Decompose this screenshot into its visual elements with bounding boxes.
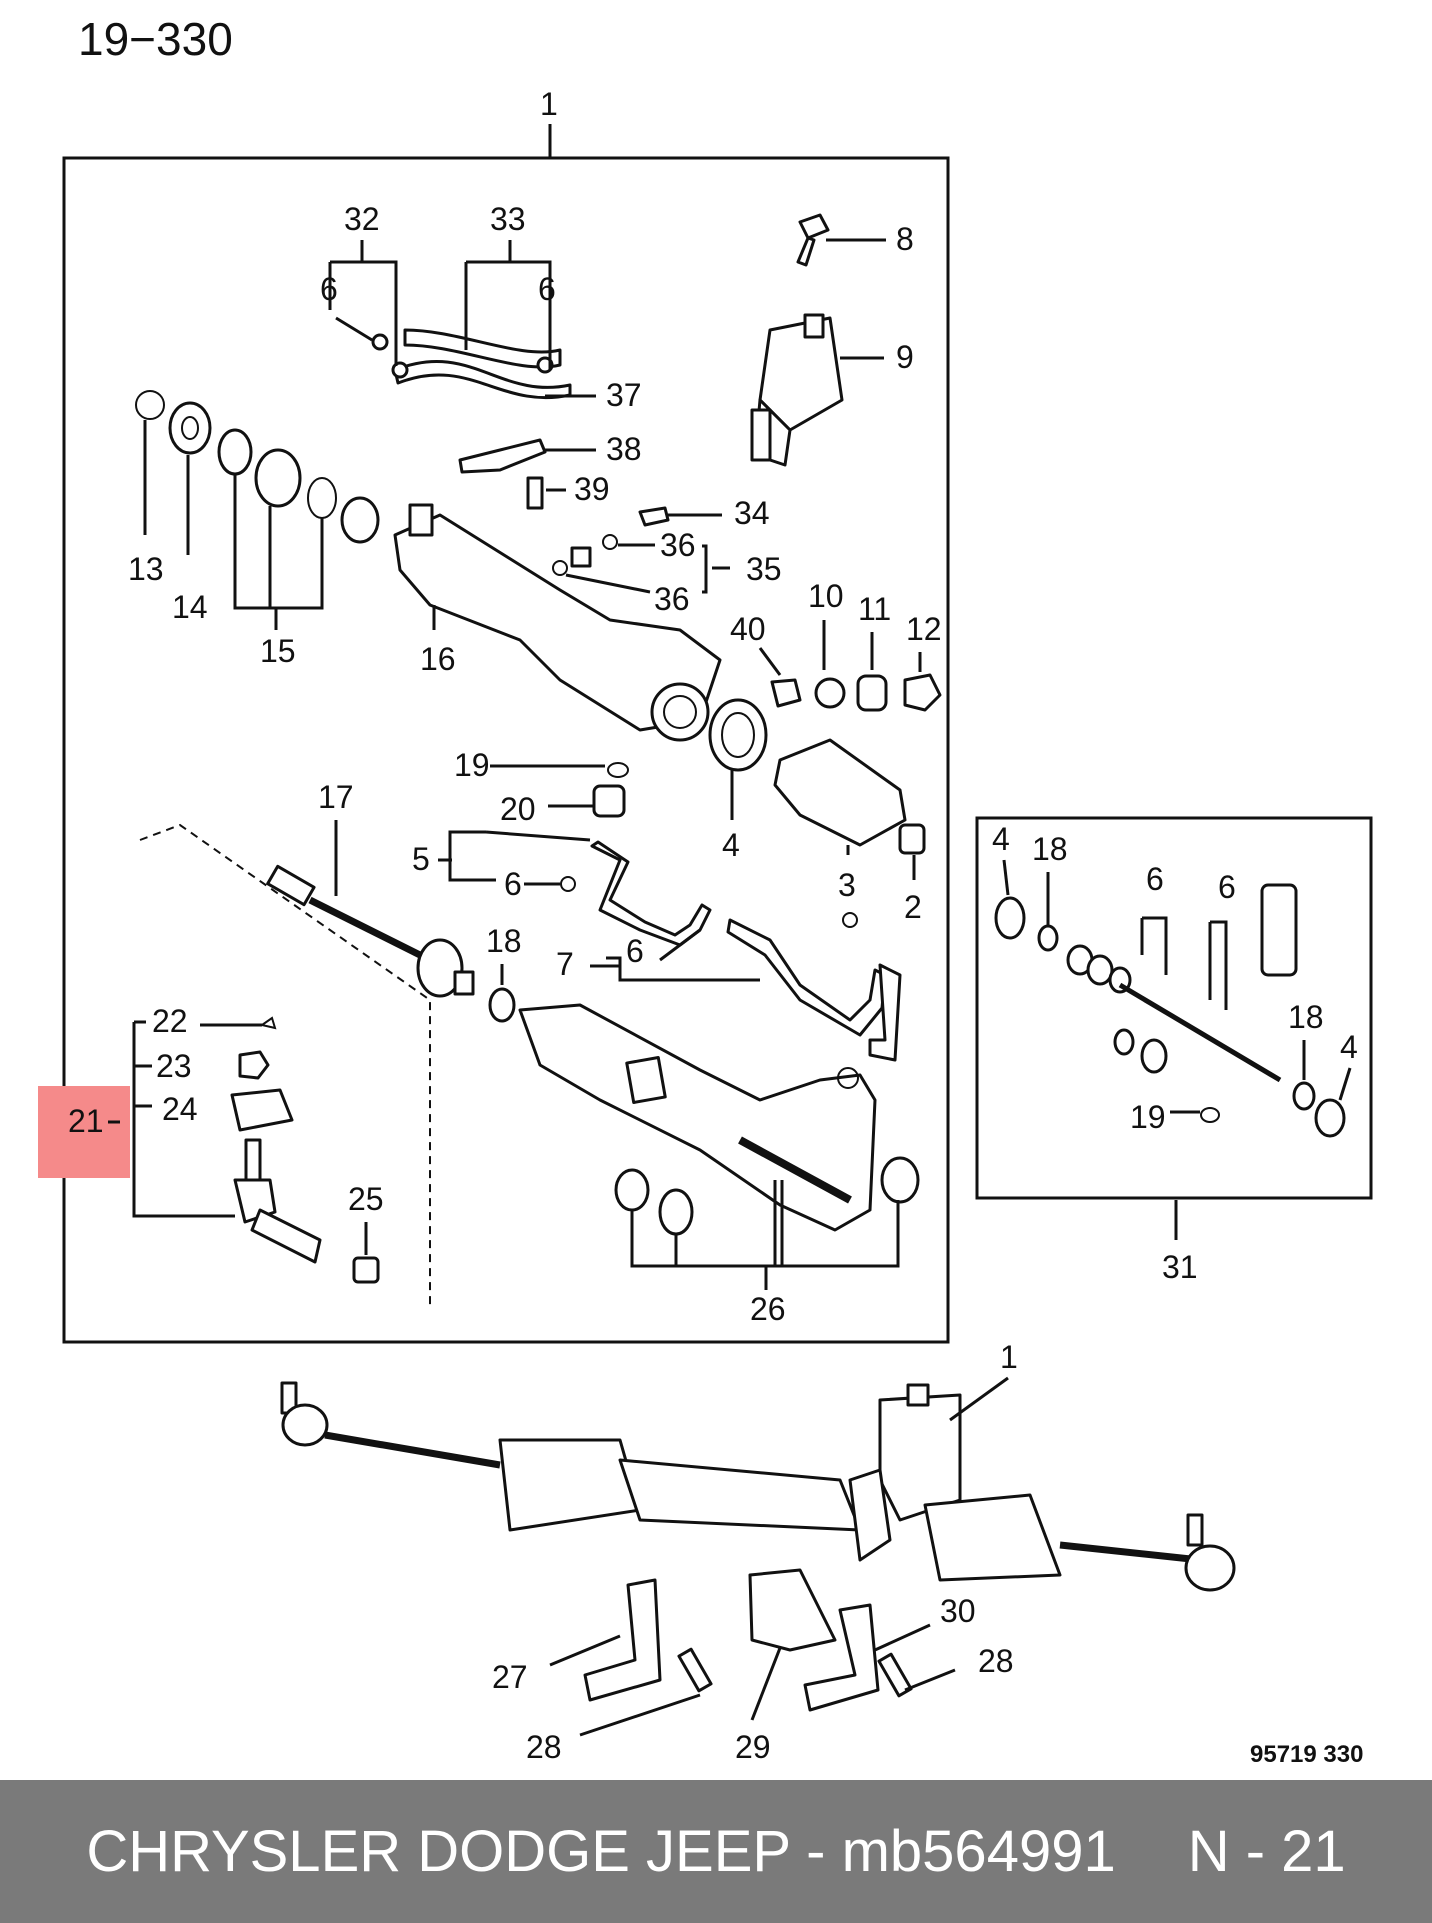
bracket <box>458 438 547 474</box>
callout-37: 37 <box>606 377 642 413</box>
union-bolt-34 <box>638 506 670 527</box>
callout-30: 30 <box>940 1593 976 1629</box>
callout-33: 33 <box>490 201 526 237</box>
bolt-28-left <box>677 1647 713 1693</box>
gear-housing-16 <box>393 503 722 742</box>
callout-35: 35 <box>746 551 782 587</box>
footer-title: CHRYSLER DODGE JEEP - mb564991 <box>86 1819 1116 1884</box>
bracket-27 <box>583 1578 662 1702</box>
valve-housing-9 <box>750 313 844 467</box>
nut-25 <box>352 1256 380 1284</box>
callout-6-f: 6 <box>1218 869 1236 905</box>
callout-11: 11 <box>858 591 891 627</box>
callout-1-main: 1 <box>540 86 558 122</box>
callout-36-a: 36 <box>660 527 696 563</box>
callout-17: 17 <box>318 779 354 815</box>
plug-20 <box>592 784 626 818</box>
spring-10 <box>814 677 846 709</box>
callout-26: 26 <box>750 1291 786 1327</box>
callout-23: 23 <box>156 1048 192 1084</box>
callout-19-a: 19 <box>454 747 490 783</box>
bolt-8 <box>796 213 830 267</box>
callout-14: 14 <box>172 589 208 625</box>
callout-6-c: 6 <box>504 866 522 902</box>
valve-spool-parts <box>1066 883 1298 1083</box>
callout-13: 13 <box>128 551 164 587</box>
callout-4-a: 4 <box>722 827 740 863</box>
callout-18-a: 18 <box>486 923 522 959</box>
callout-27: 27 <box>492 1659 528 1695</box>
callout-28-a: 28 <box>526 1729 562 1765</box>
highlight-box <box>38 1086 130 1178</box>
callout-34: 34 <box>734 495 770 531</box>
clip-2 <box>898 823 926 855</box>
callout-18-b: 18 <box>1032 831 1068 867</box>
assembled-steering-gear <box>280 1381 1236 1592</box>
tie-rod-end-21 <box>233 1138 322 1264</box>
callout-7: 7 <box>556 946 574 982</box>
bushing-29 <box>748 1568 837 1652</box>
pressure-tube-7 <box>726 918 887 1037</box>
callout-25: 25 <box>348 1181 384 1217</box>
callout-20: 20 <box>500 791 536 827</box>
castle-nut-23 <box>238 1050 270 1080</box>
return-tube-assembly <box>371 328 572 400</box>
page-reference: 19−330 <box>78 13 233 65</box>
callout-8: 8 <box>896 221 914 257</box>
callout-3: 3 <box>838 867 856 903</box>
callout-6-b: 6 <box>538 271 556 307</box>
valve-subassembly-frame <box>975 816 1373 1200</box>
callout-19-b: 19 <box>1130 1099 1166 1135</box>
footer-bar: CHRYSLER DODGE JEEP - mb564991 N - 21 <box>0 1780 1432 1923</box>
callout-16: 16 <box>420 641 456 677</box>
callout-6-e: 6 <box>1146 861 1164 897</box>
snap-ring-13 <box>135 390 165 420</box>
callout-22: 22 <box>152 1003 188 1039</box>
callout-5: 5 <box>412 841 430 877</box>
callout-1-assembled: 1 <box>1000 1339 1018 1375</box>
callout-21: 21 <box>68 1103 104 1139</box>
bolt-28-right <box>877 1652 913 1698</box>
main-exploded-frame <box>62 156 950 1344</box>
callout-10: 10 <box>808 578 844 614</box>
callout-12: 12 <box>906 611 942 647</box>
callout-4-c: 4 <box>1340 1029 1358 1065</box>
callout-2: 2 <box>904 889 922 925</box>
bushing-14 <box>168 401 212 455</box>
locknut-12 <box>903 673 942 712</box>
rack-boot-3 <box>773 738 907 847</box>
boot-clamp-4 <box>708 698 768 772</box>
callout-38: 38 <box>606 431 642 467</box>
callout-31: 31 <box>1162 1249 1198 1285</box>
bolt-39 <box>526 476 544 510</box>
bushing-18 <box>488 987 516 1023</box>
callout-32: 32 <box>344 201 380 237</box>
callout-36-b: 36 <box>654 581 690 617</box>
callout-18-c: 18 <box>1288 999 1324 1035</box>
dust-cover-24 <box>230 1088 294 1132</box>
callout-28-b: 28 <box>978 1643 1014 1679</box>
callout-39: 39 <box>574 471 610 507</box>
steering-gear-parts-diagram: 19−330 1 31 32 6 33 6 37 38 39 8 9 <box>38 13 1373 1768</box>
bracket-30 <box>803 1603 880 1712</box>
rack-housing <box>518 1003 920 1232</box>
image-code: 95719 330 <box>1250 1741 1363 1768</box>
callout-6-a: 6 <box>320 271 338 307</box>
callout-40: 40 <box>730 611 766 647</box>
yoke-11 <box>856 674 888 712</box>
callout-9: 9 <box>896 339 914 375</box>
callout-29: 29 <box>735 1729 771 1765</box>
callout-15: 15 <box>260 633 296 669</box>
footer-page: N - 21 <box>1187 1819 1346 1884</box>
callout-4-b: 4 <box>992 821 1010 857</box>
callout-6-d: 6 <box>626 933 644 969</box>
callout-24: 24 <box>162 1091 198 1127</box>
inner-tie-rod-17 <box>266 864 475 998</box>
pressure-tube-5 <box>590 840 712 947</box>
